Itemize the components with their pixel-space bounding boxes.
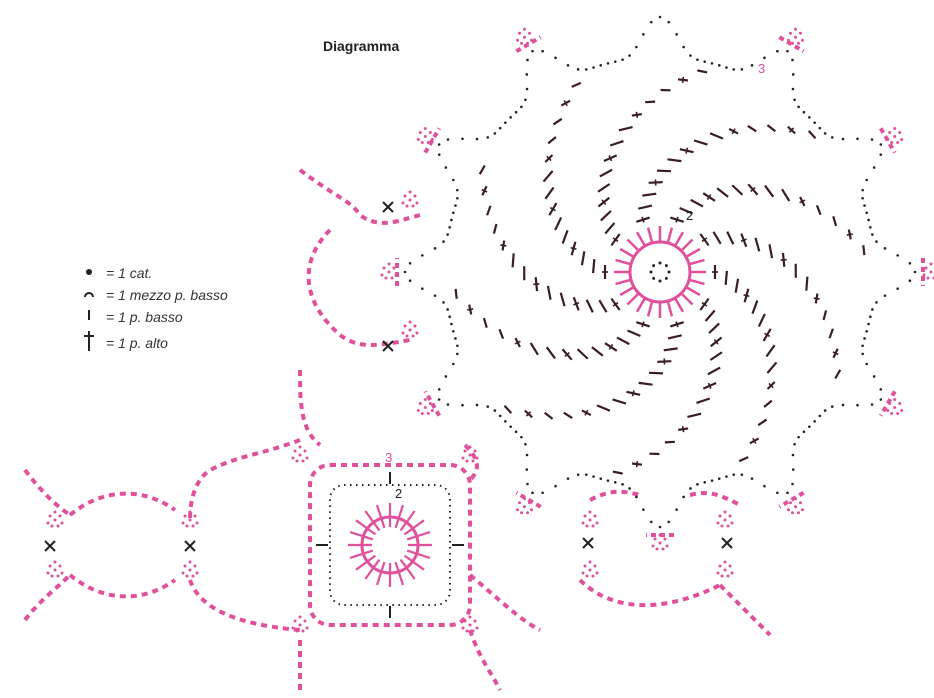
legend-item-dc: = 1 p. alto [78,330,298,357]
join-mark [582,537,594,549]
picot-cluster [651,533,669,551]
outer-chain-round [380,15,934,551]
chain-arch [578,578,721,608]
legend-item-half-dc: = 1 mezzo p. basso [78,284,298,306]
picot-cluster [181,560,199,578]
picot-cluster [401,190,419,208]
sc-icon [78,308,100,327]
chain-arch [68,491,177,517]
picot-cluster [46,510,64,528]
picot-cluster [787,497,804,515]
join-mark [382,340,394,352]
join-mark [44,540,56,552]
join-mark [721,537,733,549]
center-ring [614,226,706,318]
picot-cluster [46,560,64,578]
diagram-title: Diagramma [323,38,400,54]
chain-arch [689,491,741,507]
spiral-arm [699,231,842,380]
chain-dot-icon [78,264,100,282]
legend-item-chain: = 1 cat. [78,262,298,284]
picot-cluster [516,27,533,45]
picot-cluster [581,510,599,528]
legend-label: = 1 cat. [106,265,153,281]
spiral-arm [597,69,708,246]
chain-arch [468,629,502,691]
round-label-3: 3 [385,450,392,465]
chain-arch [68,573,177,599]
chain-arch [188,579,301,632]
spiral-arm [712,265,778,463]
join-mark [382,201,394,213]
picot-cluster [886,398,904,415]
dc-icon [78,330,100,357]
picot-cluster [886,127,904,144]
legend-item-sc: = 1 p. basso [78,306,298,328]
connecting-chains [23,168,772,691]
picot-cluster [291,615,309,633]
picot-cluster [380,262,398,280]
picot-cluster [401,320,419,338]
legend-label: = 1 p. alto [106,335,168,351]
chain-arch [23,573,72,622]
picot-cluster [416,127,434,144]
picot-cluster [922,262,934,280]
chain-arch [468,573,541,632]
chain-arch [718,583,772,637]
chain-arch [188,438,301,521]
spiral-arm [669,183,866,256]
picot-cluster [581,560,599,578]
spiral-arm [636,124,817,223]
join-mark [184,540,196,552]
legend-label: = 1 p. basso [106,309,183,325]
chain-arch [23,468,72,517]
small-motif [308,463,472,627]
spiral-arm [503,321,684,420]
chain-arch [463,443,479,482]
legend-label: = 1 mezzo p. basso [106,287,228,303]
spiral-arm [478,164,621,313]
round-label-2: 2 [395,486,402,501]
spiral-arm [454,288,651,361]
spiral-arm [542,81,608,279]
picot-cluster [416,398,434,415]
picot-cluster [787,27,804,45]
round-label-2: 2 [686,208,693,223]
stitch-legend: = 1 cat. = 1 mezzo p. basso = 1 p. basso… [78,262,298,354]
round-label-3: 3 [758,61,765,76]
half-dc-icon [78,286,100,304]
large-motif [380,15,934,551]
square-motif [308,463,472,627]
picot-cluster [516,497,533,515]
picot-cluster [716,560,734,578]
chain-arch [306,228,411,347]
chain-arch [589,489,641,502]
picot-cluster [181,510,199,528]
chain-arch [298,369,322,447]
picot-cluster [291,445,309,463]
round-labels: 3 2 3 2 [385,61,765,501]
spiral-arm [612,298,723,475]
chain-arch [298,168,421,225]
picot-cluster [461,445,479,463]
picot-cluster [716,510,734,528]
